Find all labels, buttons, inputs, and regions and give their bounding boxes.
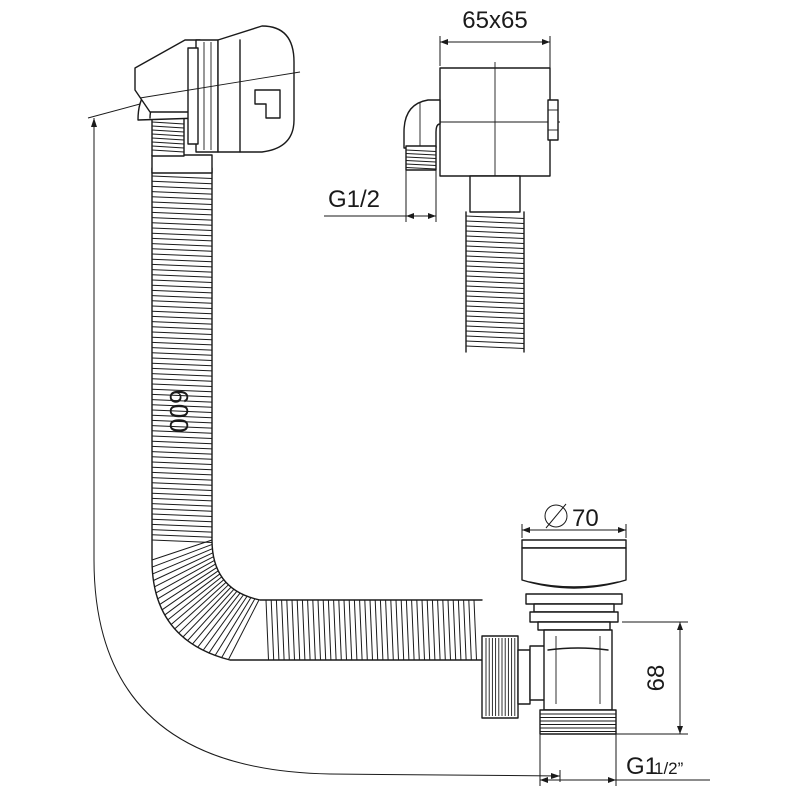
overflow-assembly-front — [403, 62, 560, 353]
diameter-value-label: 70 — [572, 505, 599, 532]
dimension-housing: 65x65 — [439, 7, 551, 96]
dimension-main-thread: G1 1/2” — [539, 734, 710, 786]
main-hose — [151, 167, 483, 661]
height-label: 68 — [643, 665, 670, 692]
housing-size-label: 65x65 — [462, 7, 527, 34]
main-thread-label: G1 — [626, 753, 658, 780]
dimension-height: 68 — [616, 621, 688, 735]
overflow-assembly-side — [134, 25, 301, 174]
waste-assembly — [481, 539, 627, 735]
dimension-overflow-thread: G1/2 — [324, 170, 437, 222]
hose-ribs — [151, 175, 477, 661]
dimension-hose-length: 600 — [87, 103, 561, 782]
hose-length-label: 600 — [164, 389, 194, 432]
main-thread-fraction-label: 1/2” — [654, 759, 684, 778]
overflow-thread-label: G1/2 — [328, 186, 380, 213]
dimension-diameter: 70 — [521, 503, 627, 538]
